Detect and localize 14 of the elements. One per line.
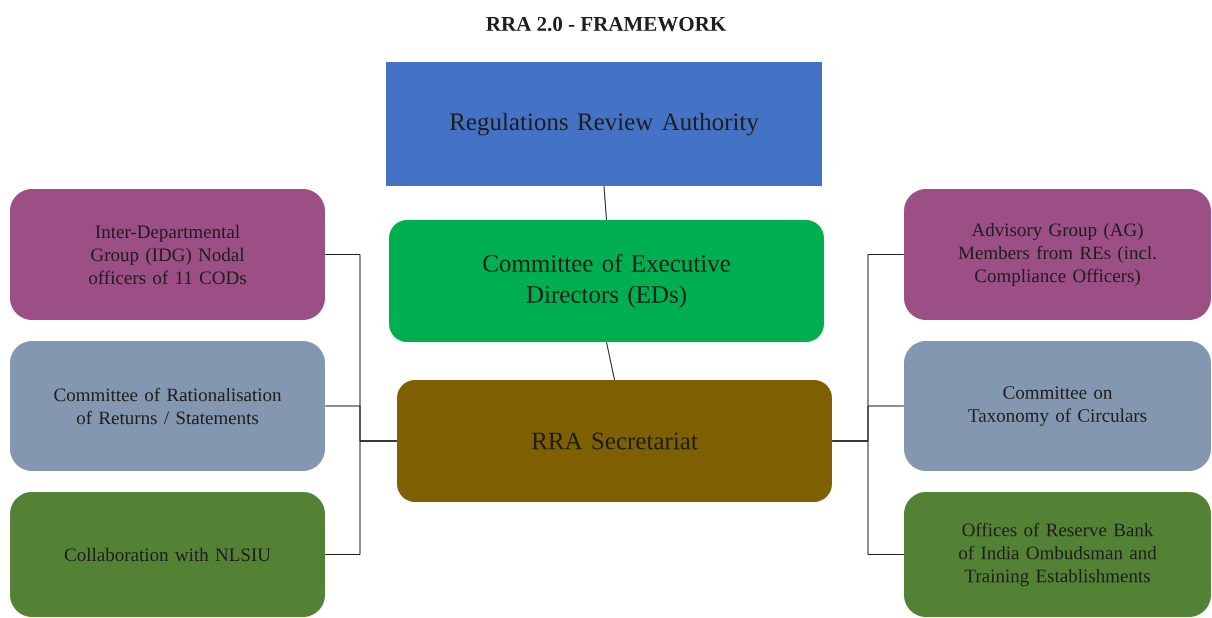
secretariat-box: RRA Secretariat <box>397 380 832 502</box>
connector <box>324 440 398 555</box>
group-box: Inter-Departmental Group (IDG) Nodal officers of 11 CODs <box>10 189 325 320</box>
connector <box>831 440 905 555</box>
group-box: Committee on Taxonomy of Circulars <box>904 341 1211 471</box>
connector <box>606 341 615 381</box>
group-box: Collaboration with NLSIU <box>10 492 325 617</box>
group-box: Offices of Reserve Bank of India Ombudsman and Training Establishments <box>904 492 1211 617</box>
group-box: Advisory Group (AG) Members from REs (incl. Compliance Officers) <box>904 189 1211 320</box>
committee-box: Committee of Executive Directors (EDs) <box>389 220 824 342</box>
title: RRA 2.0 - FRAMEWORK <box>486 16 726 32</box>
group-box: Committee of Rationalisation of Returns / Statements <box>10 341 325 471</box>
connector <box>603 185 607 221</box>
authority-box: Regulations Review Authority <box>386 62 822 186</box>
